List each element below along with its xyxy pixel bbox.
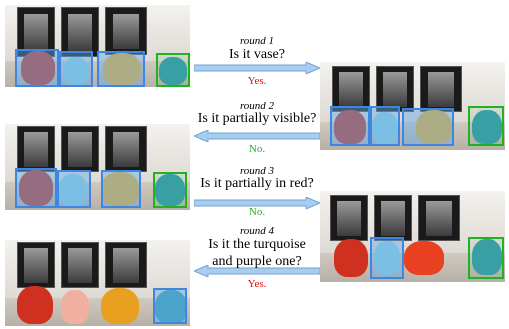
candidate-box [15,49,59,87]
arrow-right-1 [194,62,320,74]
candidate-box [402,108,454,146]
vase [21,51,55,85]
scene-image-5 [5,240,190,326]
vase [59,174,87,206]
candidate-box [370,237,404,279]
candidate-box [57,170,91,208]
vase [61,290,89,324]
vase [374,241,400,275]
question-text: Is it partially in red? [200,176,314,191]
answer-text: No. [248,206,266,218]
scene-image-2 [320,62,505,150]
candidate-box [15,168,57,208]
vase [17,286,53,324]
vase [472,239,502,275]
framed-photo [61,126,99,172]
framed-photo [332,66,370,112]
vase [103,53,141,85]
vase [404,241,444,275]
target-box [153,172,187,208]
round-label: round 4 [239,225,275,237]
round-label: round 1 [239,35,275,47]
arrow-left-4 [194,265,320,277]
candidate-box [153,288,187,324]
answer-text: No. [248,143,266,155]
vase [416,110,452,144]
vase [159,57,187,85]
framed-photo [418,195,460,241]
vase [155,174,185,206]
framed-photo [17,242,55,288]
target-box [468,106,504,146]
framed-photo [374,195,412,241]
framed-photo [376,66,414,112]
vase [155,290,187,324]
framed-photo [61,7,99,57]
framed-photo [105,242,147,288]
round-label: round 3 [239,165,275,177]
question-text: and purple one? [212,254,302,269]
question-text: Is it the turquoise [208,237,306,252]
framed-photo [105,7,147,55]
framed-photo [105,126,147,172]
candidate-box [101,170,141,208]
candidate-box [330,106,370,146]
question-text: Is it vase? [229,47,285,62]
target-box [468,237,504,279]
vase [101,172,139,206]
vase [472,110,502,144]
answer-text: Yes. [247,75,267,87]
candidate-box [97,51,145,87]
round-label: round 2 [239,100,275,112]
candidate-box [59,51,93,87]
framed-photo [420,66,462,112]
framed-photo [17,7,55,57]
vase [372,112,398,144]
answer-text: Yes. [247,278,267,290]
vase [19,170,53,206]
scene-image-1 [5,5,190,87]
question-text: Is it partially visible? [197,111,317,126]
vase [63,57,89,85]
vase [334,110,366,144]
framed-photo [330,195,368,241]
vase [334,239,368,277]
arrow-right-3 [194,197,320,209]
framed-photo [61,242,99,288]
vase [101,288,139,324]
framed-photo [17,126,55,172]
target-box [156,53,190,87]
candidate-box [370,106,400,146]
arrow-left-2 [194,130,320,142]
scene-image-3 [5,124,190,210]
scene-image-4 [320,191,505,282]
